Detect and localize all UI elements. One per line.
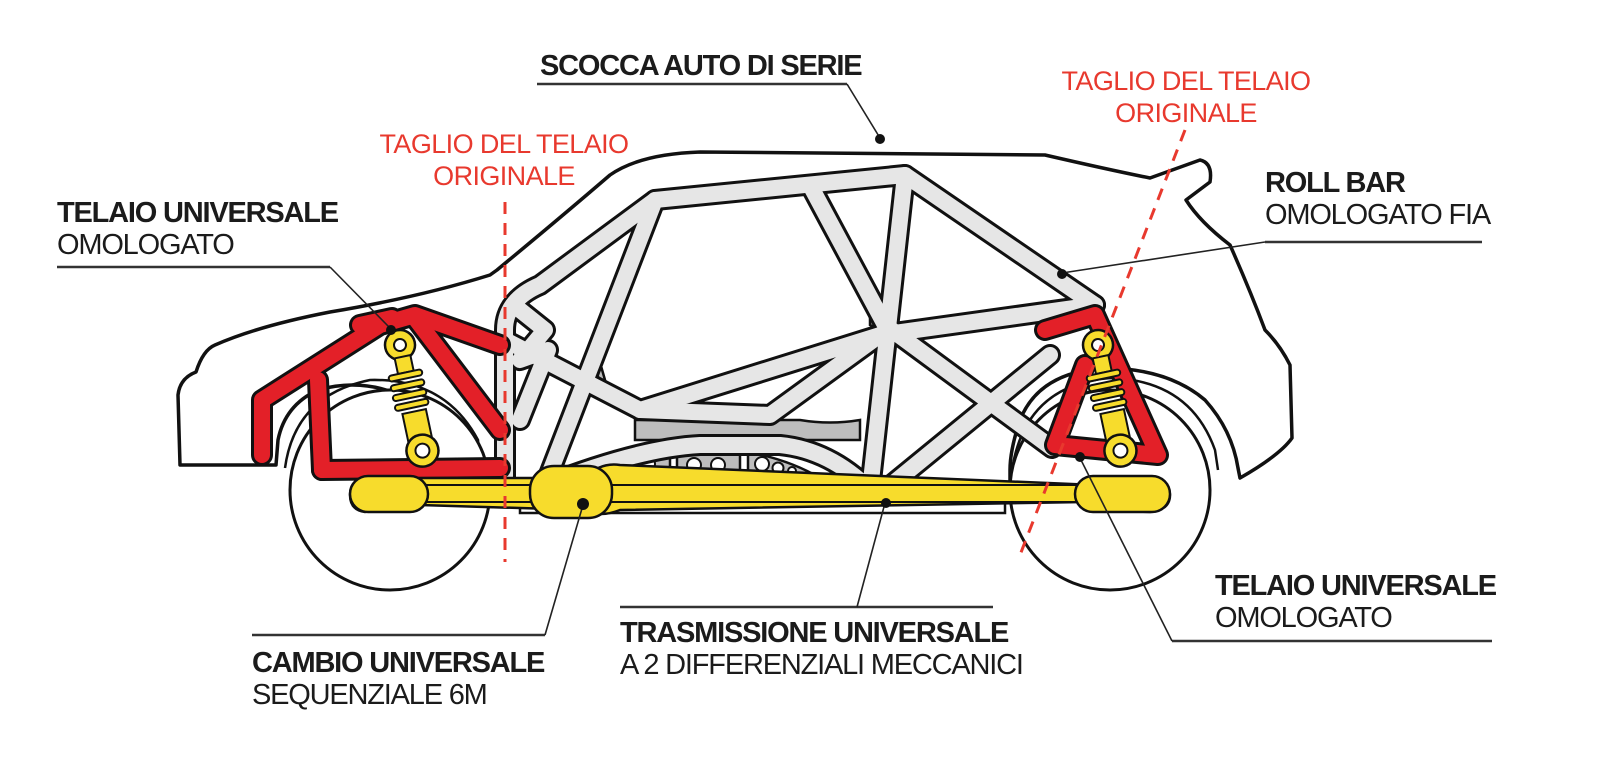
roll-bar-label-title: ROLL BAR <box>1265 167 1406 199</box>
transmission-shaft <box>348 463 1172 520</box>
label-transmission: TRASMISSIONE UNIVERSALE A 2 DIFFERENZIAL… <box>620 617 1024 681</box>
rear-subframe <box>1034 304 1169 466</box>
rear-cut-label-line1: TAGLIO DEL TELAIO <box>1062 66 1311 96</box>
transmission-label-title: TRASMISSIONE UNIVERSALE <box>620 617 1009 649</box>
gearbox-label-title: CAMBIO UNIVERSALE <box>252 647 545 679</box>
transmission-label-subtitle: A 2 DIFFERENZIALI MECCANICI <box>620 649 1023 681</box>
front-cut-label-line1: TAGLIO DEL TELAIO <box>380 129 629 159</box>
transmission-pointer-dot <box>881 498 891 508</box>
front-frame-label-subtitle: OMOLOGATO <box>57 229 234 261</box>
rear-cut-line <box>1018 129 1187 556</box>
body-pointer-dot <box>875 134 885 144</box>
label-body: SCOCCA AUTO DI SERIE <box>540 50 863 82</box>
label-rear-frame: TELAIO UNIVERSALE OMOLOGATO <box>1215 570 1498 634</box>
roll-bar-pointer-dot <box>1057 269 1067 279</box>
rear-hub <box>1073 474 1172 514</box>
rear-shock-absorber <box>1081 328 1138 468</box>
gearbox-label-subtitle: SEQUENZIALE 6M <box>252 679 487 711</box>
label-front-frame: TELAIO UNIVERSALE OMOLOGATO <box>57 197 340 261</box>
leader-lines <box>57 82 1492 643</box>
label-gearbox: CAMBIO UNIVERSALE SEQUENZIALE 6M <box>252 647 546 711</box>
gearbox <box>528 464 614 520</box>
rear-frame-label-title: TELAIO UNIVERSALE <box>1215 570 1497 602</box>
front-wheel-arch <box>283 378 484 501</box>
rear-frame-label-subtitle: OMOLOGATO <box>1215 602 1392 634</box>
front-hub <box>348 474 430 514</box>
front-shock-absorber <box>383 328 440 468</box>
roll-bar-label-subtitle: OMOLOGATO FIA <box>1265 199 1492 231</box>
label-cut-rear: TAGLIO DEL TELAIO ORIGINALE <box>1062 66 1311 128</box>
rear-frame-pointer-dot <box>1075 452 1085 462</box>
lightening-hole <box>754 456 770 472</box>
gearbox-pointer-dot <box>577 498 589 510</box>
front-frame-label-title: TELAIO UNIVERSALE <box>57 197 339 229</box>
label-roll-bar: ROLL BAR OMOLOGATO FIA <box>1265 167 1493 231</box>
label-cut-front: TAGLIO DEL TELAIO ORIGINALE <box>380 129 629 191</box>
body-label-title: SCOCCA AUTO DI SERIE <box>540 50 862 82</box>
front-subframe <box>251 304 511 481</box>
front-cut-label-line2: ORIGINALE <box>433 161 575 191</box>
roll-cage <box>494 164 1106 501</box>
front-frame-pointer-dot <box>386 325 396 335</box>
rear-cut-label-line2: ORIGINALE <box>1115 98 1257 128</box>
